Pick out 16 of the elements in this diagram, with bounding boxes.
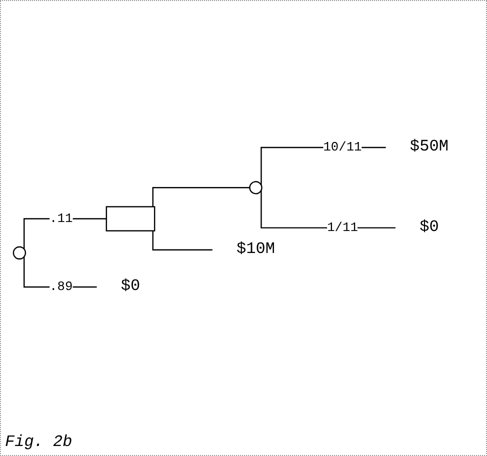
node-circle [249,180,262,194]
connector [24,256,97,288]
node-text: $0 [420,218,439,236]
node-text: $10M [236,240,276,258]
edge-label: .89 [50,280,73,294]
node-text: $0 [120,277,140,296]
node-circle [12,246,26,260]
edge-label: 1/11 [327,220,358,235]
node-text: $50M [410,138,448,156]
figure-caption: Fig. 2b [5,433,72,451]
edge-label: .11 [50,211,73,226]
edge-label: 10/11 [323,140,362,154]
connector [152,186,250,206]
connector [24,218,106,249]
connector [152,230,212,250]
node-box [106,206,156,232]
